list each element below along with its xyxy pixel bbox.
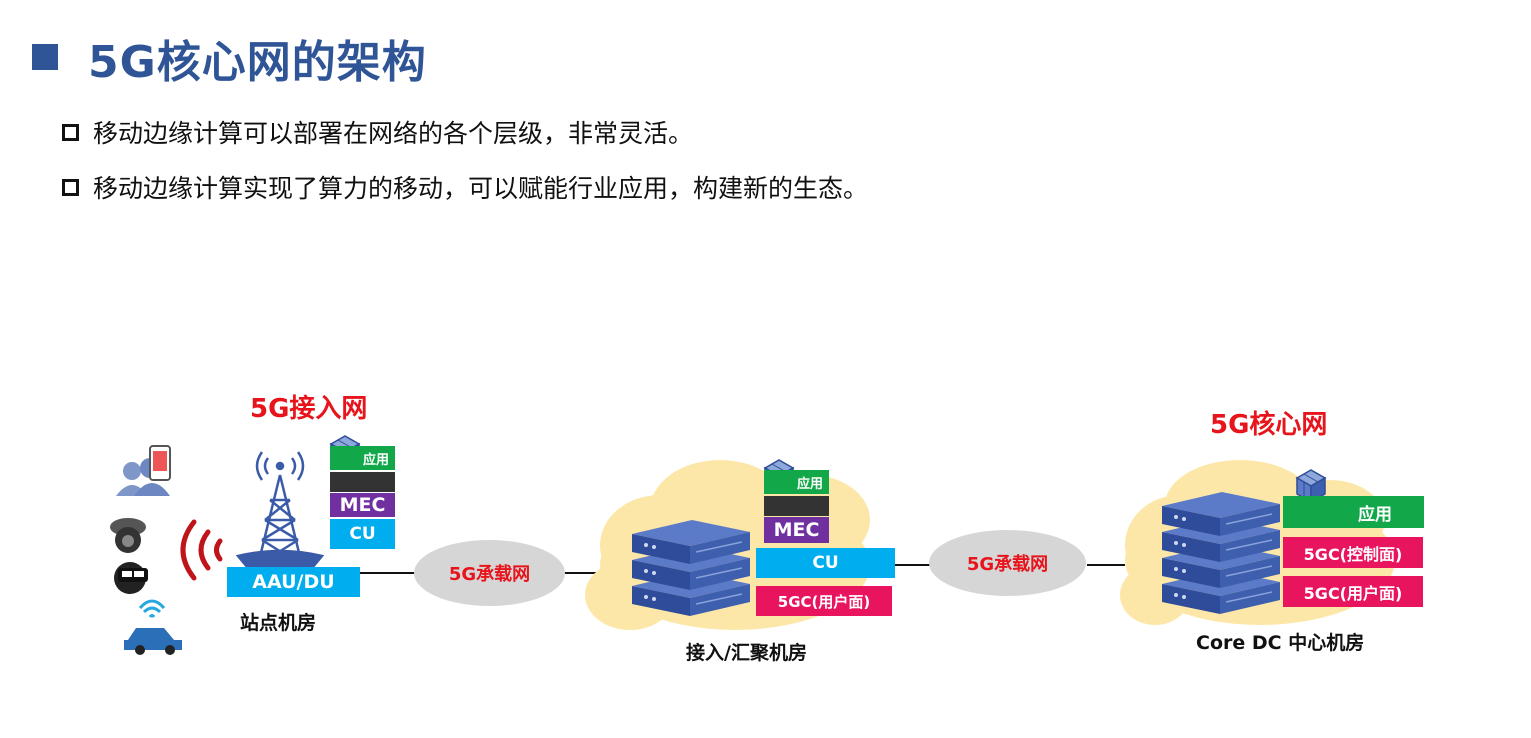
bearer-network-2: 5G承载网 — [929, 530, 1086, 596]
checkbox-bullet-icon — [62, 178, 79, 196]
site-caption: 站点机房 — [240, 612, 317, 634]
camera-icon — [110, 518, 146, 553]
site-app-block: 应用 — [330, 446, 395, 470]
checkbox-bullet-icon — [62, 123, 79, 141]
server-stack-icon — [631, 519, 751, 617]
agg-mec-block: MEC — [764, 517, 829, 543]
bullet-2-text: 移动边缘计算实现了算力的移动，可以赋能行业应用，构建新的生态。 — [93, 174, 869, 203]
radio-waves-icon — [180, 519, 223, 581]
core-network-label: 5G核心网 — [1210, 410, 1328, 440]
smartphone-icon — [149, 445, 171, 481]
site-equipment-strip — [330, 472, 395, 492]
site-cu-block: CU — [330, 519, 395, 549]
site-mec-block: MEC — [330, 493, 395, 517]
agg-equipment-strip — [764, 496, 829, 516]
vr-headset-icon — [114, 562, 148, 594]
core-user-plane-block: 5GC(用户面) — [1283, 576, 1423, 607]
bearer-network-1: 5G承载网 — [414, 540, 565, 606]
bullet-1: 移动边缘计算可以部署在网络的各个层级，非常灵活。 — [62, 114, 693, 150]
agg-upf-block: 5GC(用户面) — [756, 586, 892, 616]
access-network-label: 5G接入网 — [250, 394, 368, 424]
aau-du-block: AAU/DU — [227, 567, 360, 597]
aggregation-caption: 接入/汇聚机房 — [686, 642, 807, 664]
bullet-2: 移动边缘计算实现了算力的移动，可以赋能行业应用，构建新的生态。 — [62, 169, 868, 205]
page-title: 5G核心网的架构 — [88, 37, 427, 88]
bullet-1-text: 移动边缘计算可以部署在网络的各个层级，非常灵活。 — [93, 119, 694, 148]
server-stack-icon — [1161, 491, 1281, 615]
title-square-icon — [32, 44, 58, 70]
core-dc-caption: Core DC 中心机房 — [1196, 632, 1365, 654]
core-app-block: 应用 — [1283, 496, 1424, 528]
core-control-plane-block: 5GC(控制面) — [1283, 537, 1423, 568]
agg-app-block: 应用 — [764, 470, 829, 494]
cell-tower-icon — [235, 451, 325, 570]
connected-car-icon — [124, 599, 182, 655]
agg-cu-block: CU — [756, 548, 895, 578]
